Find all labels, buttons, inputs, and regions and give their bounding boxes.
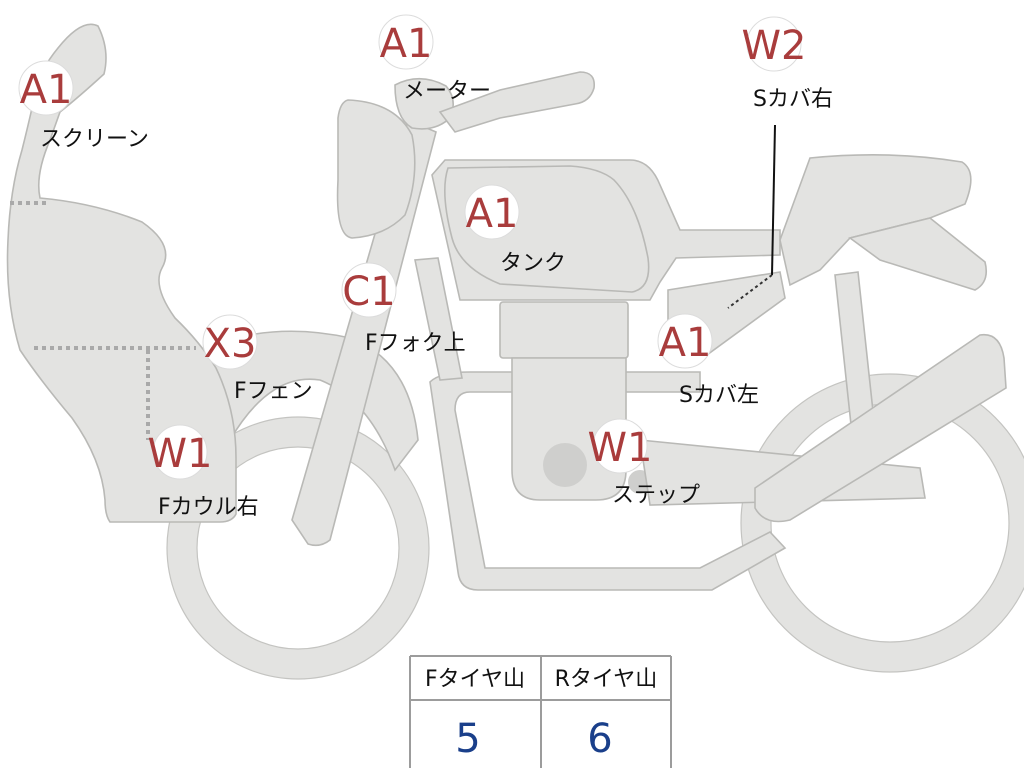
front-tire-header: Fタイヤ山 xyxy=(425,667,525,692)
f-fender-label: Fフェン xyxy=(234,379,313,404)
front-wheel xyxy=(166,416,430,680)
f-cowl-right-label: Fカウル右 xyxy=(158,495,259,520)
s-cover-right-code: W2 xyxy=(742,23,807,69)
f-fender-code: X3 xyxy=(204,321,257,367)
part-f-fork-upper: C1 Fフォク上 xyxy=(341,262,466,356)
screen-code: A1 xyxy=(20,67,73,113)
muffler xyxy=(754,333,1007,523)
front-fork xyxy=(291,118,437,547)
leader-s-cover-right xyxy=(771,124,776,276)
frame-down-tube xyxy=(414,257,463,381)
part-f-cowl-right: W1 Fカウル右 xyxy=(148,424,259,520)
headlight xyxy=(336,99,416,239)
s-cover-right-label: Sカバ右 xyxy=(753,87,833,112)
handlebar xyxy=(438,71,596,133)
tail-cowl xyxy=(848,217,988,291)
seat xyxy=(779,154,972,287)
step-code: W1 xyxy=(588,425,653,471)
f-fork-upper-code: C1 xyxy=(342,269,395,315)
part-f-fender: X3 Fフェン xyxy=(202,314,313,404)
rear-tire-header: Rタイヤ山 xyxy=(555,667,658,692)
rear-tire-value: 6 xyxy=(587,716,612,762)
tire-tread-table: Fタイヤ山 Rタイヤ山 5 6 xyxy=(409,655,672,768)
step-label: ステップ xyxy=(612,483,700,508)
f-cowl-right-code: W1 xyxy=(148,431,213,477)
s-cover-left-code: A1 xyxy=(659,320,712,366)
tank-label: タンク xyxy=(500,251,566,276)
part-s-cover-left: A1 Sカバ左 xyxy=(657,313,759,408)
part-tank: A1 タンク xyxy=(464,184,566,276)
part-screen: A1 スクリーン xyxy=(18,60,149,152)
meter-code: A1 xyxy=(380,21,433,67)
front-tire-value: 5 xyxy=(455,716,480,762)
s-cover-left-label: Sカバ左 xyxy=(679,383,759,408)
part-step: W1 ステップ xyxy=(588,418,700,508)
part-meter: A1 メーター xyxy=(378,14,491,104)
f-fork-upper-label: Fフォク上 xyxy=(365,331,466,356)
part-s-cover-right: W2 Sカバ右 xyxy=(742,16,833,112)
tank-code: A1 xyxy=(466,191,519,237)
screen-label: スクリーン xyxy=(40,127,149,152)
meter-label: メーター xyxy=(403,79,491,104)
front-fairing xyxy=(6,23,237,523)
